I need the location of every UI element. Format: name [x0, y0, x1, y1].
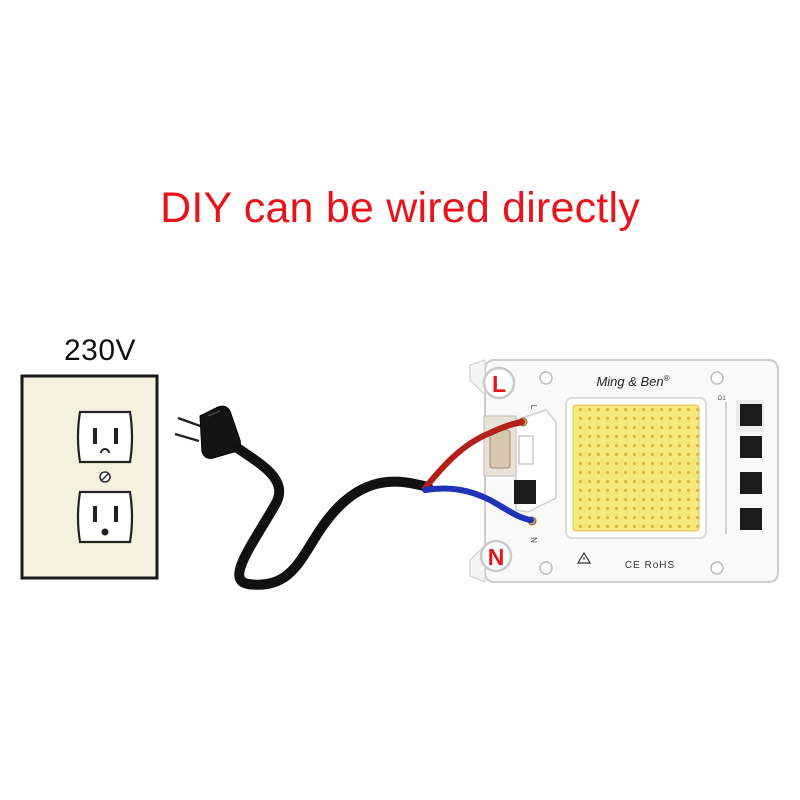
svg-text:N: N	[488, 544, 505, 570]
neutral-terminal-badge: N	[479, 539, 513, 573]
certification-label: CE RoHS	[625, 560, 675, 571]
led-emitter-panel	[572, 404, 700, 532]
pin-live-label: L	[529, 405, 538, 410]
mount-hole-icon	[539, 371, 553, 385]
driver-chip	[740, 508, 762, 530]
power-cord	[231, 442, 433, 590]
wall-outlet	[20, 374, 159, 580]
headline-title: DIY can be wired directly	[160, 184, 640, 232]
mount-hole-icon	[539, 561, 553, 575]
mount-hole-icon	[710, 561, 724, 575]
svg-text:L: L	[492, 371, 506, 397]
driver-chip	[740, 436, 762, 458]
lower-socket-icon	[76, 490, 134, 544]
screw-icon	[99, 471, 111, 483]
plug-icon	[174, 405, 241, 459]
live-wire	[422, 419, 525, 491]
driver-chip	[740, 472, 762, 494]
mount-hole-icon	[710, 371, 724, 385]
brand-label: Ming & Ben®	[596, 374, 669, 389]
rectifier-chip	[514, 480, 536, 504]
outlet-plate	[20, 374, 159, 580]
live-terminal-badge: L	[482, 366, 516, 400]
led-cob-module: D1 Ming & Ben® CE RoHS L N	[469, 359, 779, 583]
voltage-label: 230V	[64, 334, 137, 367]
part-ref-label: D1	[718, 396, 726, 402]
driver-chip	[740, 404, 762, 426]
pin-neutral-label: N	[529, 537, 538, 543]
upper-socket-icon	[76, 410, 134, 464]
neutral-wire	[422, 485, 534, 523]
warning-icon	[576, 551, 592, 564]
